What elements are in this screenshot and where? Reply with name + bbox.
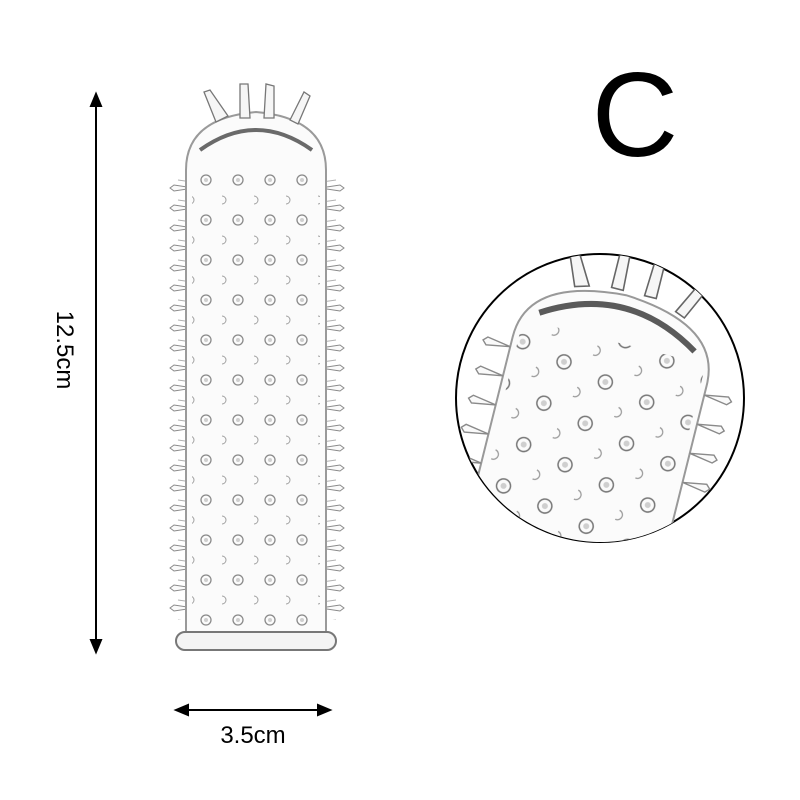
width-arrow <box>173 703 333 717</box>
height-dimension-label: 12.5cm <box>51 311 78 390</box>
base-ring <box>175 631 337 651</box>
variant-letter: C <box>591 48 679 182</box>
height-text: 12.5cm <box>51 310 78 390</box>
tip-spikes <box>203 83 311 125</box>
stud-grid <box>192 168 320 630</box>
zoom-detail-circle <box>453 247 745 573</box>
width-dimension-label: 3.5cm <box>220 722 286 749</box>
height-arrow <box>89 91 103 655</box>
